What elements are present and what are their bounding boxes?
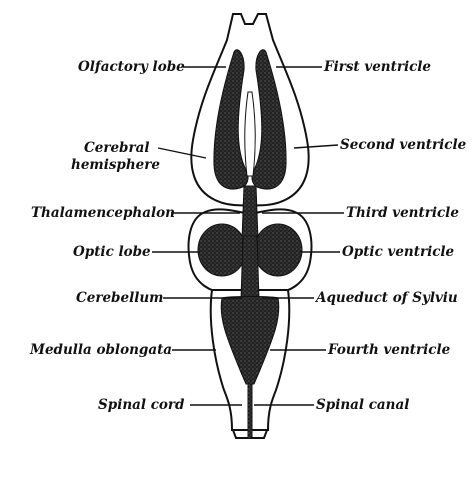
label-aqueduct-of-sylvius: Aqueduct of Sylviu — [316, 290, 458, 306]
label-optic-lobe: Optic lobe — [73, 244, 151, 260]
optic-ventricle-left — [197, 223, 247, 277]
label-third-ventricle: Third ventricle — [346, 205, 459, 221]
label-olfactory-lobe: Olfactory lobe — [78, 59, 185, 75]
label-optic-ventricle: Optic ventricle — [342, 244, 455, 260]
label-cerebral: Cerebral — [84, 140, 150, 156]
label-hemisphere: hemisphere — [71, 157, 160, 173]
ventricles — [197, 49, 303, 439]
optic-ventricle-right — [253, 223, 303, 277]
first-ventricle-left — [213, 49, 249, 190]
label-spinal-canal: Spinal canal — [316, 397, 410, 413]
label-first-ventricle: First ventricle — [324, 59, 432, 75]
hemisphere-septum — [244, 91, 256, 177]
label-thalamencephalon: Thalamencephalon — [31, 205, 175, 221]
spinal-canal — [247, 383, 253, 439]
label-fourth-ventricle: Fourth ventricle — [328, 342, 451, 358]
third-ventricle — [241, 185, 259, 241]
label-cerebellum: Cerebellum — [76, 290, 164, 306]
label-second-ventricle: Second ventricle — [340, 137, 467, 153]
fourth-ventricle — [220, 296, 280, 385]
first-ventricle-right — [251, 49, 287, 190]
aqueduct-of-sylvius — [240, 235, 260, 301]
leader-lines — [152, 66, 344, 406]
label-spinal-cord: Spinal cord — [98, 397, 185, 413]
label-medulla-oblongata: Medulla oblongata — [30, 342, 173, 358]
